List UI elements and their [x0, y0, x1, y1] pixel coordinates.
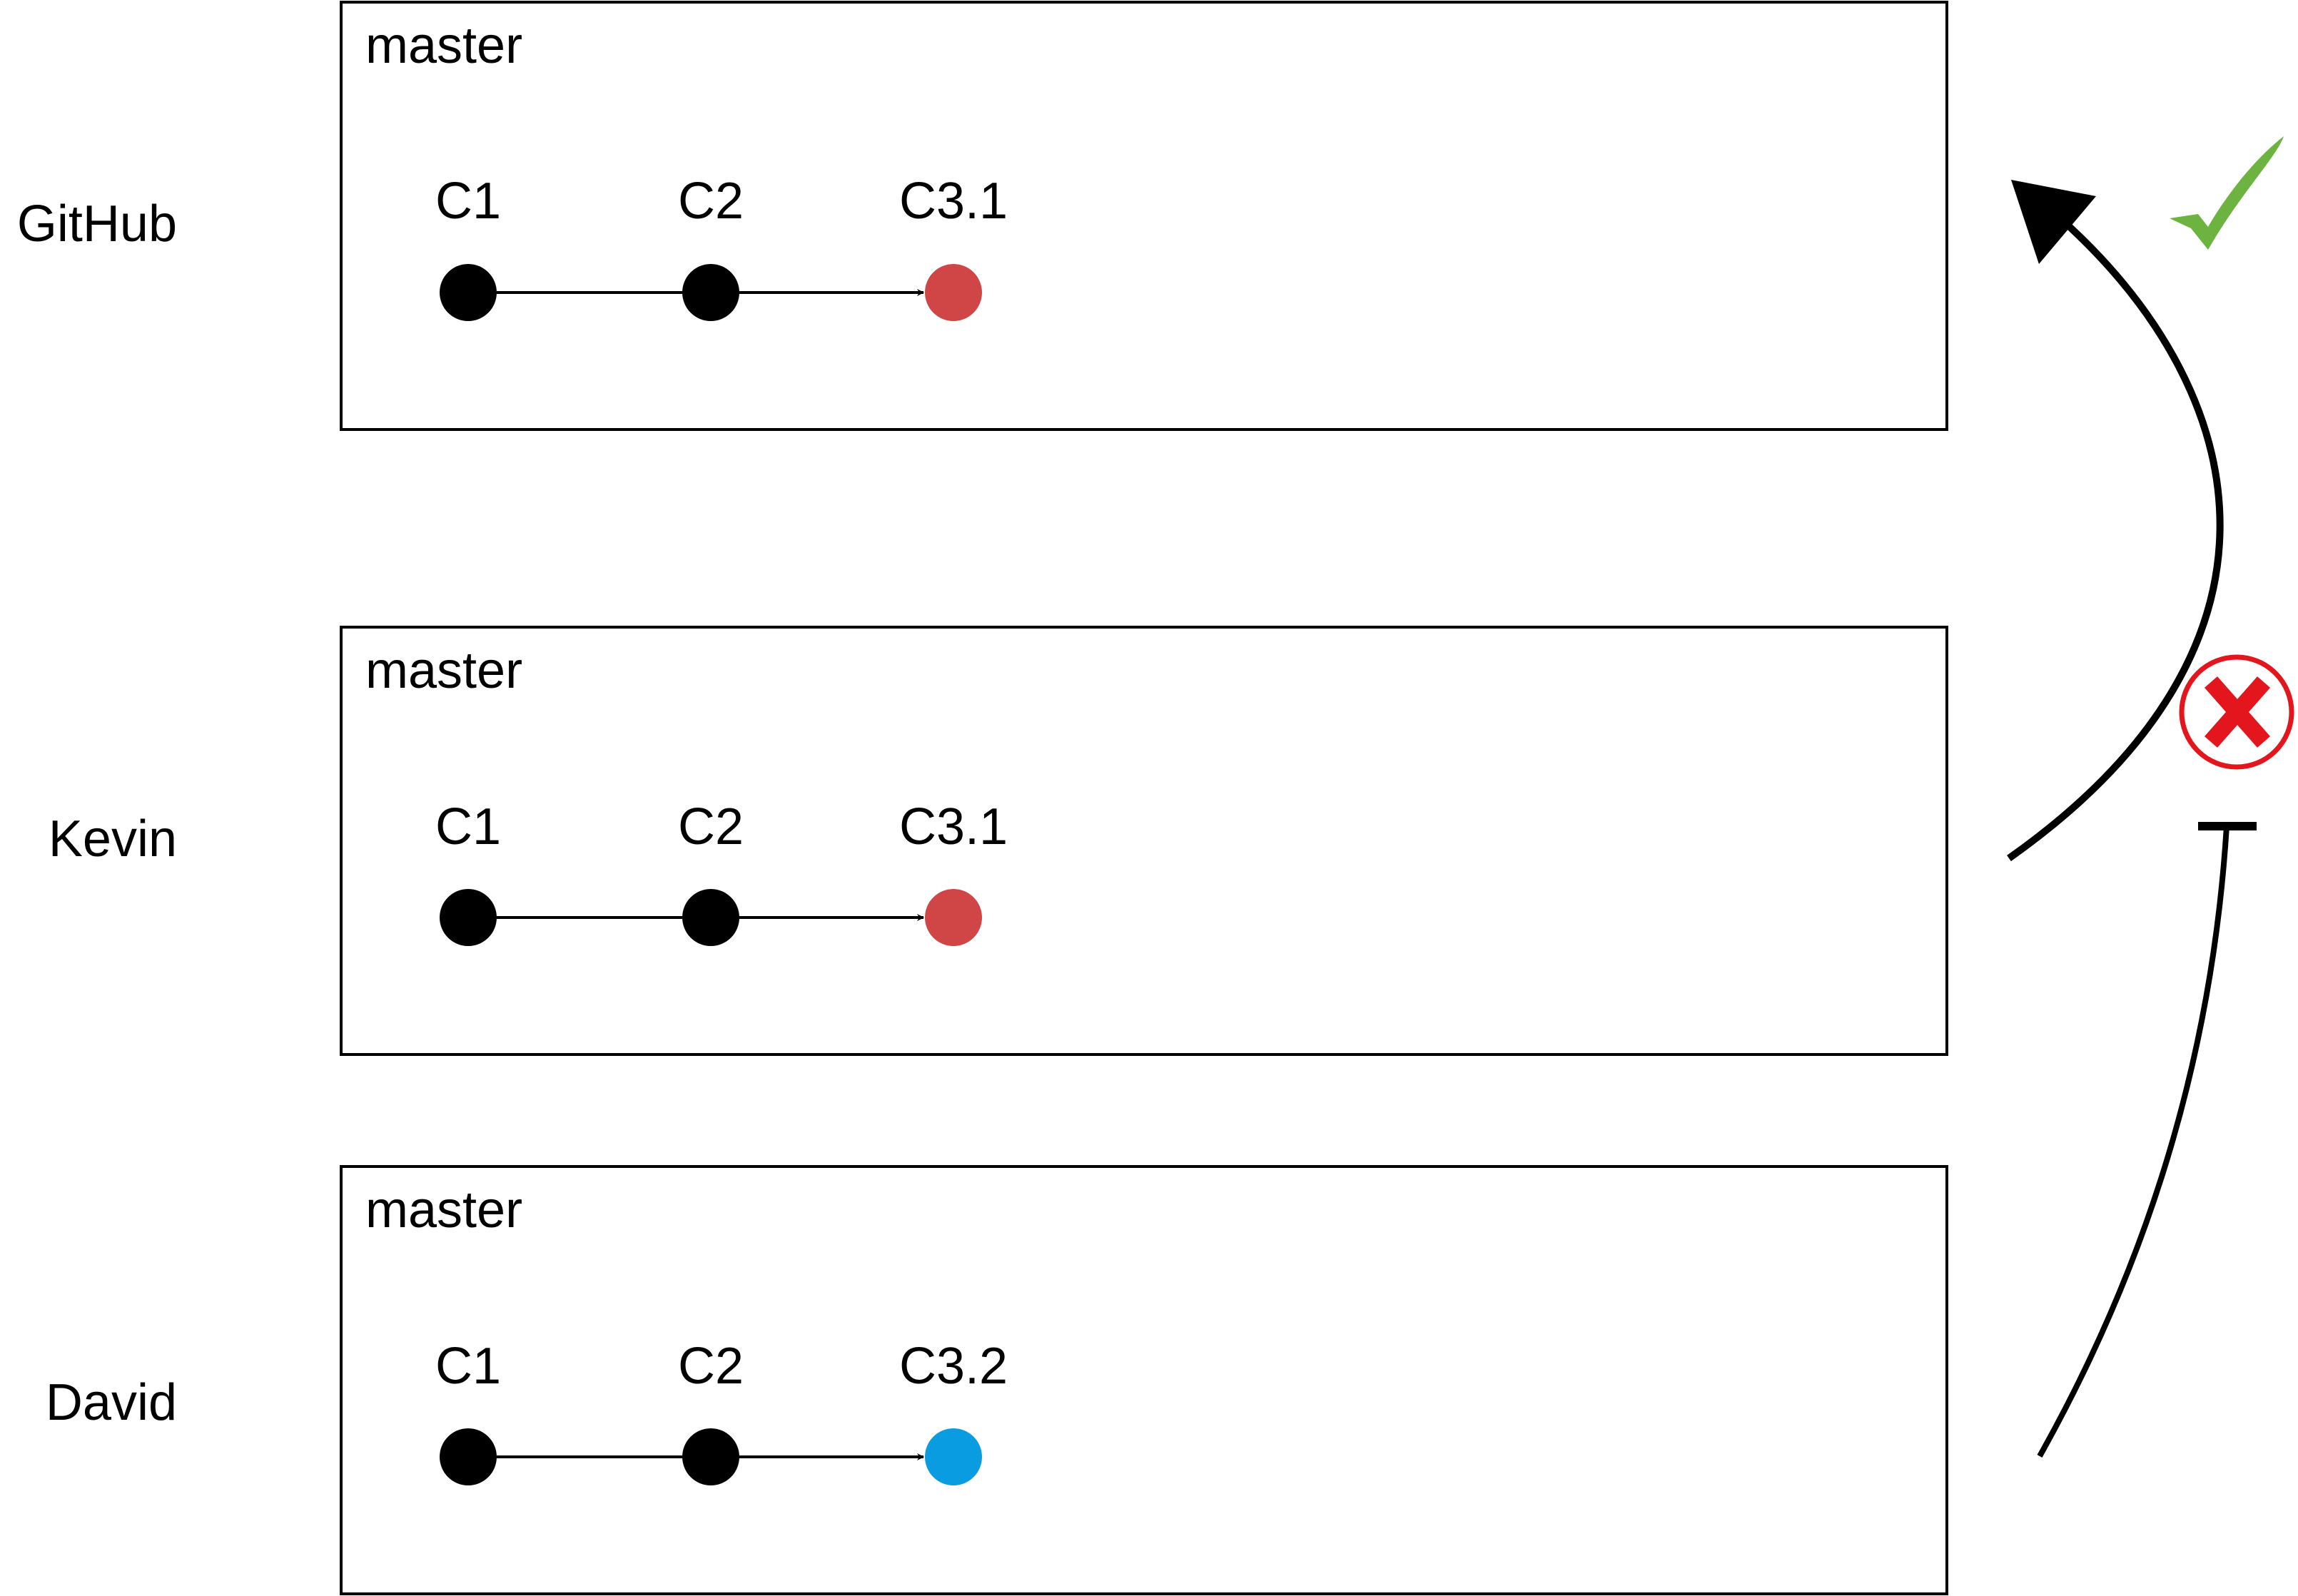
x-circle-icon [2179, 654, 2294, 770]
push-arrow-david-blocked [2037, 822, 2257, 1458]
commit-node [682, 1428, 739, 1485]
commit-node [440, 889, 497, 946]
push-arrow-kevin-to-github [2007, 180, 2224, 862]
repo-box [340, 626, 1948, 1056]
commit-node [440, 264, 497, 321]
commit-node [682, 889, 739, 946]
repo-box [340, 1165, 1948, 1595]
commit-node [925, 889, 982, 946]
arrowhead-icon [2011, 180, 2096, 264]
commit-label: C2 [678, 1338, 744, 1395]
commit-node [682, 264, 739, 321]
repo-box [340, 1, 1948, 431]
commit-label: C2 [678, 798, 744, 855]
commit-node [925, 264, 982, 321]
repo-row-david: David master C1 C2 C3.2 [46, 1165, 1948, 1595]
repo-row-github: GitHub master C1 C2 C3.1 [17, 1, 1948, 431]
commit-label: C2 [678, 173, 744, 230]
branch-label: master [365, 642, 522, 699]
commit-node [440, 1428, 497, 1485]
branch-label: master [365, 17, 522, 74]
commit-label: C1 [435, 1338, 501, 1395]
commit-label: C3.1 [899, 173, 1008, 230]
commit-label: C3.1 [899, 798, 1008, 855]
commit-label: C1 [435, 173, 501, 230]
commit-label: C1 [435, 798, 501, 855]
commit-label: C3.2 [899, 1338, 1008, 1395]
owner-label: David [46, 1374, 177, 1431]
check-icon [2170, 136, 2284, 250]
owner-label: Kevin [49, 810, 177, 868]
repo-row-kevin: Kevin master C1 C2 C3.1 [49, 626, 1948, 1056]
branch-label: master [365, 1181, 522, 1239]
commit-node [925, 1428, 982, 1485]
owner-label: GitHub [17, 195, 177, 253]
